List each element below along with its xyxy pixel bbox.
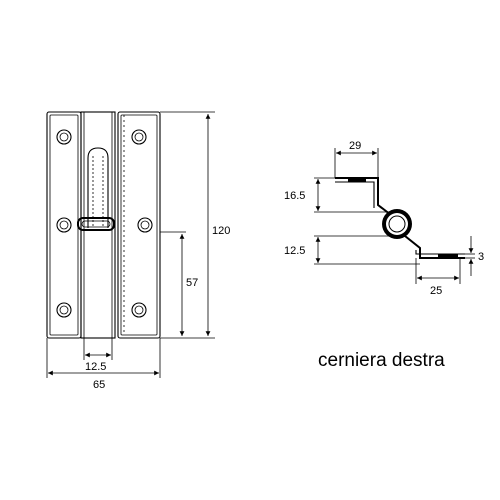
pin-slot: [87, 147, 109, 228]
dimension-center-label: 57: [186, 277, 198, 289]
pin-head: [77, 217, 115, 231]
dimension-top-label: 29: [349, 140, 361, 152]
dimension-upper: 16.5: [284, 177, 390, 213]
screw-hole-left-middle: [56, 217, 72, 233]
dimension-lower: 12.5: [284, 235, 420, 265]
left-leaf: [46, 111, 82, 339]
dimension-pin-label: 12.5: [85, 361, 106, 373]
dimension-bottom-label: 25: [430, 285, 442, 297]
dimension-lower-label: 12.5: [284, 245, 305, 257]
dimension-top: 29: [334, 140, 379, 178]
knuckle-section: [382, 209, 412, 239]
screw-hole-left-bottom: [56, 302, 72, 318]
dimension-bottom: 25: [415, 258, 461, 297]
section-view: 29 16.5 12.5 25 3: [284, 140, 484, 297]
caption: cerniera destra: [318, 350, 445, 371]
dimension-center: 57: [160, 231, 198, 336]
dimension-upper-label: 16.5: [284, 190, 305, 202]
screw-hole-right-top: [131, 129, 147, 145]
dimension-thickness: 3: [460, 236, 484, 276]
dimension-height: 120: [160, 111, 230, 339]
dimension-width: 65: [46, 338, 161, 391]
dimension-pin: 12.5: [83, 338, 113, 373]
dimension-thickness-label: 3: [478, 251, 484, 263]
right-leaf: [117, 111, 161, 339]
front-view: 120 57 12.5 65: [46, 111, 230, 391]
screw-hole-left-top: [56, 129, 72, 145]
dimension-width-label: 65: [93, 379, 105, 391]
dimension-height-label: 120: [212, 225, 230, 237]
screw-hole-right-bottom: [131, 302, 147, 318]
screw-hole-right-middle: [137, 217, 153, 233]
